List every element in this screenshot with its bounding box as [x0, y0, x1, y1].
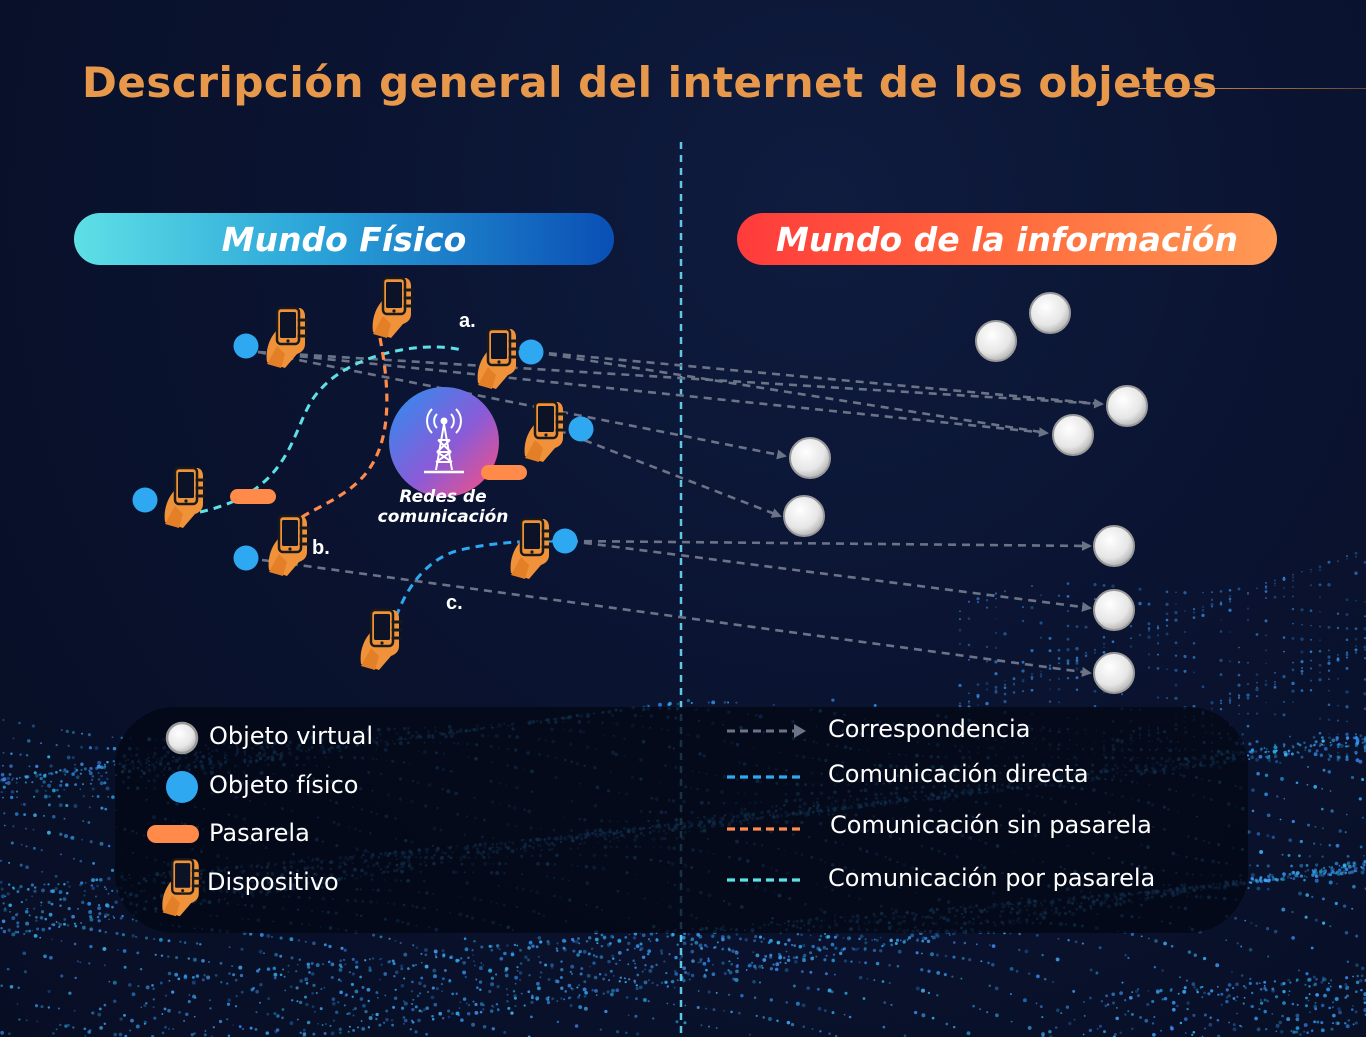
physical-object	[518, 339, 544, 365]
network-node	[389, 387, 499, 497]
legend-correspondence-label: Correspondencia	[828, 715, 1031, 743]
gateway-communication-line	[199, 345, 463, 514]
network-label-line1: Redes de	[399, 487, 487, 507]
tag-c: c.	[446, 592, 463, 614]
network-label-line2: comunicación	[377, 507, 509, 527]
device	[265, 306, 309, 370]
legend-gateway-label: Pasarela	[209, 819, 310, 847]
tag-b: b.	[312, 537, 330, 559]
page-title: Descripción general del internet de los …	[82, 58, 1218, 107]
physical-world-banner: Mundo Físico	[74, 213, 614, 265]
virtual-object	[1093, 525, 1135, 567]
correspondence-arrow	[534, 350, 1103, 406]
correspondence-arrow	[534, 350, 1048, 435]
tag-a: a.	[459, 310, 476, 332]
gateway	[230, 489, 276, 504]
correspondence-arrow	[569, 539, 1092, 612]
virtual-object	[1029, 292, 1071, 334]
virtual-object	[1093, 652, 1135, 694]
correspondence-arrow	[569, 539, 1092, 551]
device	[267, 514, 311, 578]
virtual-object	[1106, 385, 1148, 427]
physical-object	[552, 528, 578, 554]
device	[359, 608, 403, 672]
virtual-object	[789, 437, 831, 479]
virtual-object	[975, 320, 1017, 362]
information-world-label: Mundo de la información	[776, 219, 1238, 259]
correspondence-arrow	[257, 350, 1104, 409]
physical-object	[132, 487, 158, 513]
legend-device-label: Dispositivo	[207, 868, 339, 896]
correspondence-arrow	[257, 350, 1049, 438]
legend-no-gateway-label: Comunicación sin pasarela	[830, 811, 1152, 839]
virtual-object	[1052, 414, 1094, 456]
device	[371, 276, 415, 340]
virtual-object	[783, 495, 825, 537]
legend-via-gateway-label: Comunicación por pasarela	[828, 864, 1156, 892]
legend-physical-object-label: Objeto físico	[209, 771, 359, 799]
physical-objects	[132, 333, 594, 571]
legend-virtual-object-label: Objeto virtual	[209, 722, 374, 750]
physical-object	[233, 333, 259, 359]
physical-object	[233, 545, 259, 571]
device	[163, 466, 207, 530]
legend-direct-label: Comunicación directa	[828, 760, 1089, 788]
legend	[115, 707, 1248, 933]
network-label: Redes de comunicación	[370, 487, 516, 527]
title-underline	[1138, 88, 1366, 89]
device	[523, 400, 567, 464]
device	[476, 327, 520, 391]
no-gateway-communication-line	[296, 337, 389, 522]
device	[509, 517, 553, 581]
information-world-banner: Mundo de la información	[737, 213, 1277, 265]
radio-tower-icon	[424, 408, 464, 474]
gateway	[481, 465, 527, 480]
physical-object	[568, 416, 594, 442]
physical-world-label: Mundo Físico	[221, 219, 467, 259]
virtual-object	[1093, 589, 1135, 631]
virtual-objects	[783, 292, 1148, 694]
